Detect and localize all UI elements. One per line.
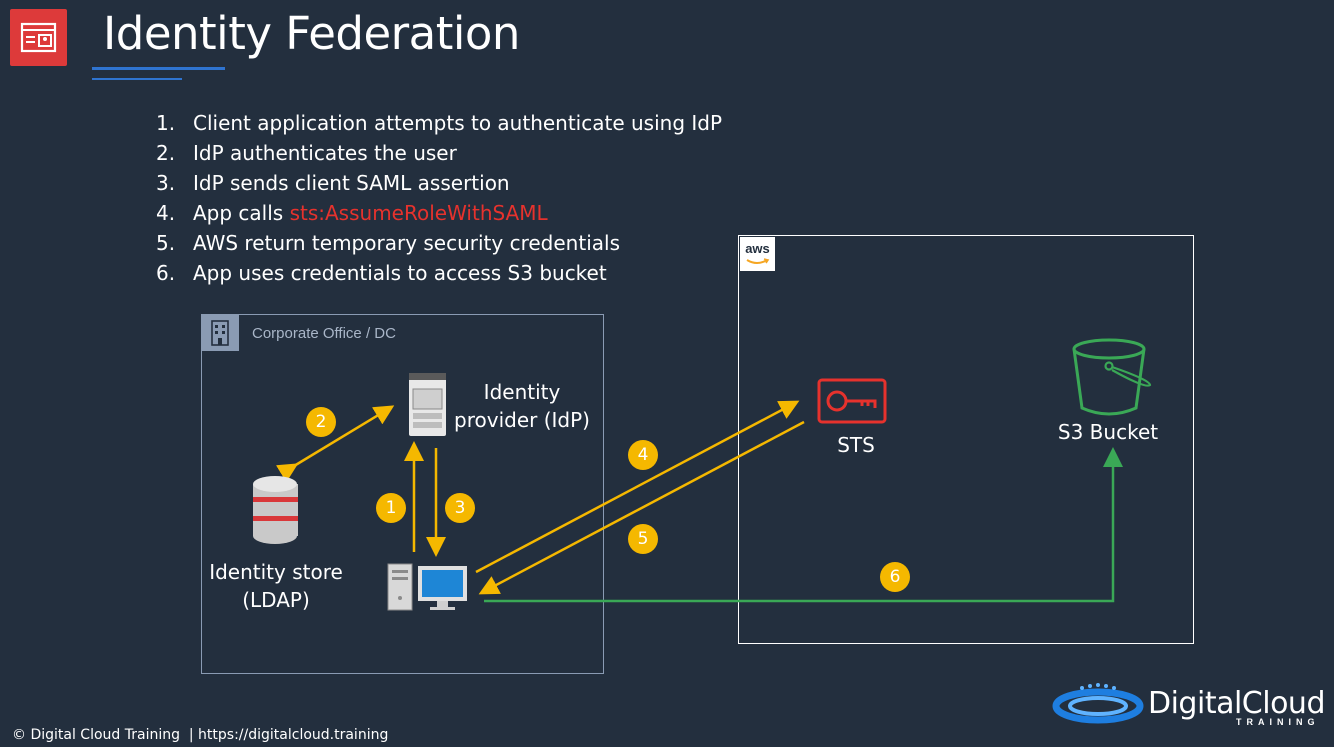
step-badge: 2 bbox=[306, 407, 336, 437]
step-highlight: sts:AssumeRoleWithSAML bbox=[289, 201, 548, 225]
step-number: 4. bbox=[156, 201, 176, 225]
digitalcloud-logo-icon bbox=[1052, 683, 1144, 724]
steps-list: 1. Client application attempts to authent… bbox=[156, 108, 722, 288]
step-badge: 4 bbox=[628, 440, 658, 470]
arrow-5 bbox=[478, 420, 805, 595]
step-item: 3. IdP sends client SAML assertion bbox=[156, 168, 722, 198]
aws-logo-text: aws bbox=[745, 241, 770, 256]
arrow-4 bbox=[475, 400, 800, 574]
title-underline bbox=[92, 67, 225, 70]
step-number: 5. bbox=[156, 231, 176, 255]
corporate-office-label: Corporate Office / DC bbox=[252, 325, 396, 342]
step-badge: 1 bbox=[376, 493, 406, 523]
step-item: 4. App calls sts:AssumeRoleWithSAML bbox=[156, 198, 722, 228]
step-badge: 6 bbox=[880, 562, 910, 592]
key-icon bbox=[817, 378, 887, 424]
step-text: App calls bbox=[193, 201, 290, 225]
bucket-icon bbox=[1072, 338, 1152, 416]
arrow-6 bbox=[484, 447, 1123, 603]
brand-name: DigitalCloud bbox=[1148, 686, 1326, 721]
step-badge: 3 bbox=[445, 493, 475, 523]
office-building-icon bbox=[201, 314, 239, 351]
step-number: 2. bbox=[156, 141, 176, 165]
step-text: AWS return temporary security credential… bbox=[193, 231, 620, 255]
title-underline-short bbox=[92, 78, 182, 80]
step-number: 3. bbox=[156, 171, 176, 195]
step-item: 2. IdP authenticates the user bbox=[156, 138, 722, 168]
brand-subtitle: TRAINING bbox=[1236, 717, 1320, 727]
aws-cloud-box bbox=[738, 235, 1194, 644]
identity-store-label: Identity store (LDAP) bbox=[209, 560, 343, 612]
arrow-2 bbox=[275, 405, 395, 483]
step-text: App uses credentials to access S3 bucket bbox=[193, 261, 607, 285]
step-number: 1. bbox=[156, 111, 176, 135]
step-item: 1. Client application attempts to authent… bbox=[156, 108, 722, 138]
sts-label: STS bbox=[837, 433, 875, 457]
s3-bucket-label: S3 Bucket bbox=[1057, 420, 1159, 444]
footer-copyright: © Digital Cloud Training | https://digit… bbox=[12, 727, 389, 743]
step-text: IdP sends client SAML assertion bbox=[193, 171, 510, 195]
step-text: IdP authenticates the user bbox=[193, 141, 457, 165]
aws-logo: aws bbox=[740, 237, 775, 271]
step-item: 5. AWS return temporary security credenti… bbox=[156, 228, 722, 258]
database-icon bbox=[253, 476, 298, 544]
server-icon bbox=[409, 373, 446, 436]
page-title: Identity Federation bbox=[103, 7, 520, 60]
step-text: Client application attempts to authentic… bbox=[193, 111, 723, 135]
desktop-computer-icon bbox=[387, 563, 467, 611]
step-badge: 5 bbox=[628, 524, 658, 554]
step-item: 6. App uses credentials to access S3 buck… bbox=[156, 258, 722, 288]
corporate-office-box bbox=[201, 314, 604, 674]
idp-label: Identity provider (IdP) bbox=[454, 380, 590, 432]
identity-card-icon bbox=[10, 9, 67, 66]
step-number: 6. bbox=[156, 261, 176, 285]
